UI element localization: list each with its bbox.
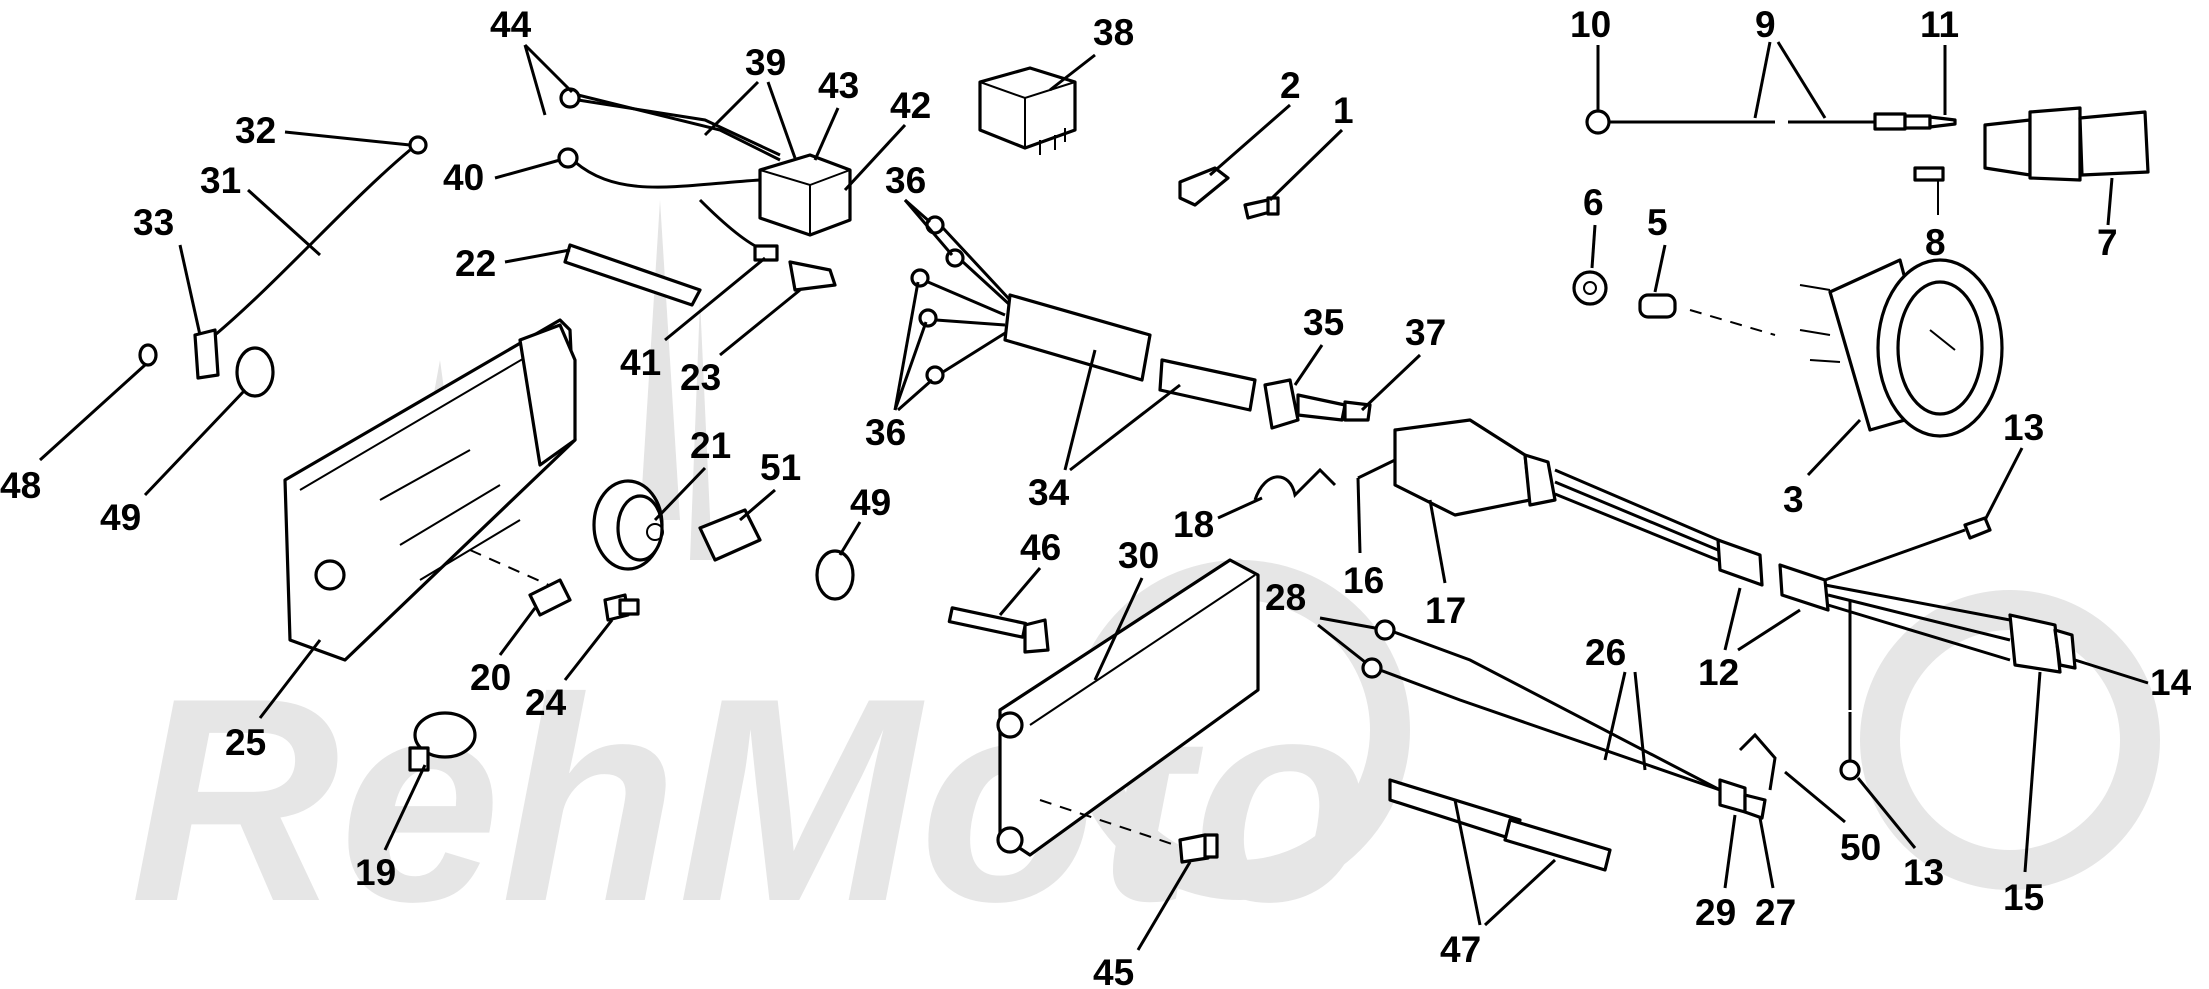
callout-29: 29: [1695, 892, 1736, 933]
callout-28: 28: [1265, 577, 1306, 618]
callout-21: 21: [690, 425, 731, 466]
callout-13b: 13: [1903, 852, 1944, 893]
part-24-screw: [603, 593, 640, 622]
part-8-pin: [1913, 166, 1945, 215]
part-22-tube: [563, 243, 702, 307]
callout-13a: 13: [2003, 407, 2044, 448]
callout-40: 40: [443, 157, 484, 198]
part-45-screw: [1178, 833, 1219, 864]
callout-17: 17: [1425, 590, 1466, 631]
callout-10: 10: [1570, 4, 1611, 45]
part-51-bushing: [698, 508, 762, 562]
part-9-10-11-wire: [1585, 109, 1957, 135]
part-7-sender: [1983, 106, 2150, 182]
part-23-sleeve: [788, 260, 837, 292]
part-17-connector: [1393, 418, 2077, 781]
callout-33: 33: [133, 202, 174, 243]
part-25-box: [283, 318, 577, 662]
callout-43: 43: [818, 65, 859, 106]
callout-22: 22: [455, 243, 496, 284]
part-31-cable: [193, 135, 428, 380]
callout-51: 51: [760, 447, 801, 488]
part-49-washer: [235, 346, 855, 601]
callout-7: 7: [2097, 222, 2118, 263]
callout-36b: 36: [865, 412, 906, 453]
callout-49b: 49: [850, 482, 891, 523]
callout-35: 35: [1303, 302, 1344, 343]
callout-8: 8: [1925, 222, 1946, 263]
callout-50: 50: [1840, 827, 1881, 868]
callout-49a: 49: [100, 497, 141, 538]
part-48-nut: [138, 343, 158, 367]
callout-38: 38: [1093, 12, 1134, 53]
part-1-screw: [1243, 196, 1280, 220]
part-2-bracket: [1178, 166, 1230, 207]
callout-15: 15: [2003, 877, 2044, 918]
callout-labels: 1 2 3 5 6 7 8 9 10 11 12 13 13 14 15 16: [0, 4, 2192, 989]
callout-19: 19: [355, 852, 396, 893]
callout-24: 24: [525, 682, 567, 723]
part-34-harness: [910, 215, 1372, 430]
callout-42: 42: [890, 85, 931, 126]
part-20-clip: [528, 578, 572, 617]
callout-44: 44: [490, 4, 532, 45]
part-39-harness: [557, 87, 852, 262]
callout-20: 20: [470, 657, 511, 698]
callout-34: 34: [1028, 472, 1070, 513]
part-30-module: [996, 558, 1260, 857]
part-3-gauge: [1799, 258, 2004, 438]
callout-32: 32: [235, 110, 276, 151]
callout-6: 6: [1583, 182, 1604, 223]
callout-14: 14: [2150, 662, 2192, 703]
callout-16: 16: [1343, 560, 1384, 601]
callout-9: 9: [1755, 4, 1776, 45]
part-47-tubes: [1388, 778, 1612, 872]
callout-45: 45: [1093, 952, 1134, 989]
callout-46: 46: [1020, 527, 1061, 568]
callout-11: 11: [1920, 4, 1959, 45]
callout-26: 26: [1585, 632, 1626, 673]
callout-31: 31: [200, 160, 241, 201]
callout-36a: 36: [885, 160, 926, 201]
callout-27: 27: [1755, 892, 1796, 933]
callout-39: 39: [745, 42, 786, 83]
part-46-bolt: [947, 606, 1050, 654]
callout-1: 1: [1333, 90, 1354, 131]
callout-41: 41: [620, 342, 661, 383]
callout-5: 5: [1647, 202, 1668, 243]
callout-23: 23: [680, 357, 721, 398]
part-26-wire: [1361, 619, 1777, 820]
part-19-clamp: [408, 711, 477, 772]
callout-47: 47: [1440, 929, 1481, 970]
callout-12: 12: [1698, 652, 1739, 693]
callout-3: 3: [1783, 479, 1804, 520]
part-6-socket: [1572, 270, 1608, 306]
callout-25: 25: [225, 722, 266, 763]
callout-18: 18: [1173, 504, 1214, 545]
callout-2: 2: [1280, 65, 1301, 106]
part-18-clip: [1253, 467, 1337, 501]
callout-30: 30: [1118, 535, 1159, 576]
callout-37: 37: [1405, 312, 1446, 353]
part-21-grommet: [592, 479, 664, 571]
part-5-bulb: [1638, 293, 1776, 336]
callout-48: 48: [0, 465, 41, 506]
